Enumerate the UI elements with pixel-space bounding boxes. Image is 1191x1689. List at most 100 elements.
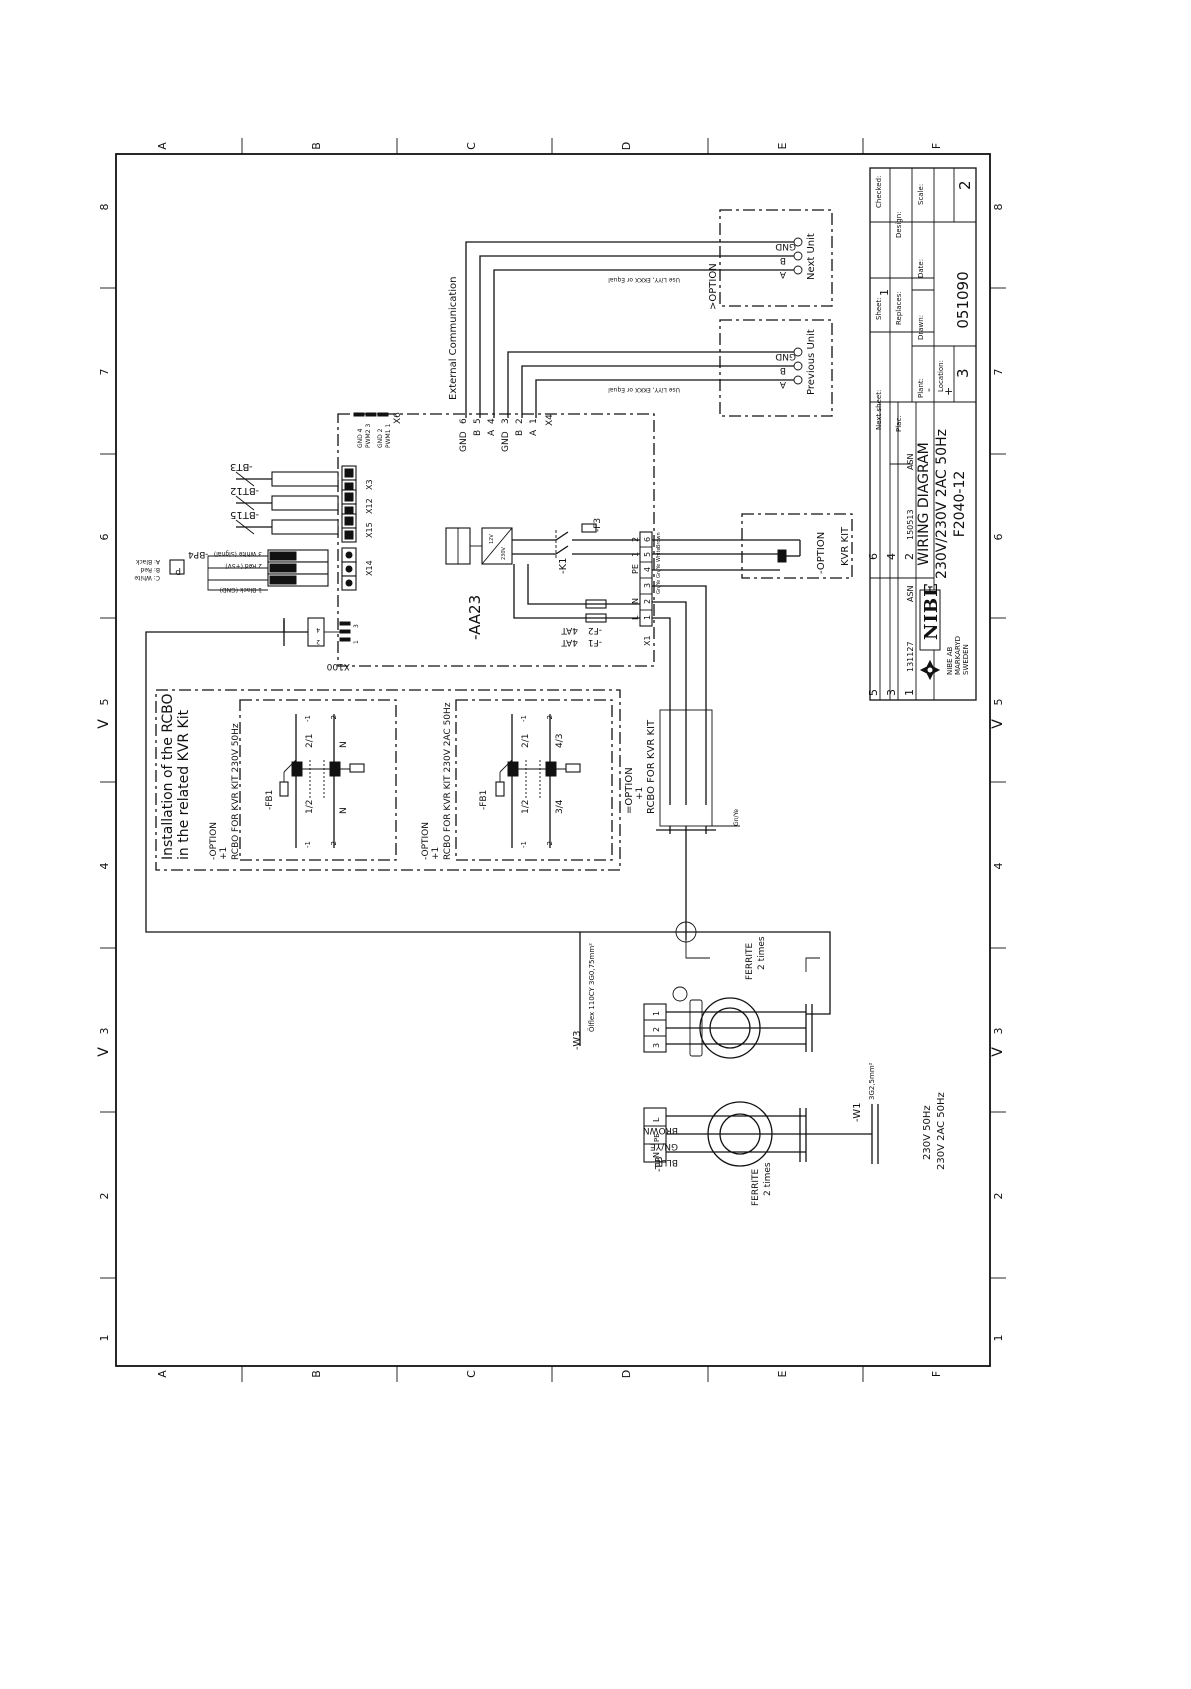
nibe-star-icon xyxy=(919,659,941,681)
x1-terminal-number: 2 xyxy=(643,599,652,604)
rcbo-kit1-title: RCBO FOR KVR KIT 230V 50Hz xyxy=(231,723,241,860)
next-unit-option-label: >OPTION xyxy=(708,263,719,310)
grid-number-2: 2 xyxy=(992,1193,1005,1200)
tb-terminal-l: L xyxy=(652,1117,661,1122)
rcbo-kit2-pole: -1 xyxy=(520,715,528,722)
tb-wire-brown: BROWN xyxy=(643,1125,678,1135)
pressure-wire-label: 1 Black (GND) xyxy=(220,586,262,593)
kvr-wires xyxy=(652,539,800,805)
row-ticks xyxy=(100,287,1006,1279)
x100-pin: 3 xyxy=(353,624,360,628)
grid-number-2: 2 xyxy=(98,1193,111,1200)
ferrite-w1-line1: FERRITE xyxy=(751,1168,761,1206)
grid-number-5: 5 xyxy=(992,699,1005,706)
grid-number-7: 7 xyxy=(98,369,111,376)
ferrite-w1-line2: 2 times xyxy=(763,1162,773,1196)
x100-pin: 1 xyxy=(353,640,360,644)
x4-signal: B xyxy=(473,430,483,436)
w3-terminal-number: 1 xyxy=(652,1011,661,1016)
sensor-bt12-connector: X12 xyxy=(365,498,374,514)
rev-2-by: ASN xyxy=(906,453,915,470)
rcbo-kit2-title: RCBO FOR KVR KIT 230V 2AC 50Hz xyxy=(443,702,453,860)
grid-numbers-right: 8 7 6 5 4 3 2 1 V V xyxy=(990,204,1006,1342)
fuse-f1-label: -F1 xyxy=(588,637,602,647)
rev-6: 6 xyxy=(867,553,880,560)
tb-drawing-number: 051090 xyxy=(954,271,972,328)
fuse-f3: -F3 xyxy=(581,518,603,533)
x1-label: X1 xyxy=(643,635,652,646)
grid-letter-f: F xyxy=(930,1371,943,1377)
rcbo-placeholder-option: =OPTION xyxy=(624,767,635,814)
x1-terminal: 6 5 4 3 2 1 2 1 PE N L X1 Brown White Gn… xyxy=(631,531,662,646)
rev-3: 3 xyxy=(885,689,898,696)
grid-number-8: 8 xyxy=(992,204,1005,211)
tb-sheet-label: Sheet: xyxy=(875,297,883,320)
grid-number-4: 4 xyxy=(98,863,111,870)
tb-plac-label: Plac: xyxy=(895,415,903,432)
pressure-sensor-bp4: X14 p -BP4 3 White (Signal) 2 Red (+5V) … xyxy=(134,547,374,593)
grid-number-1: 1 xyxy=(98,1335,111,1342)
rev-1-date: 131127 xyxy=(906,641,915,672)
grid-letter-f: F xyxy=(930,143,943,149)
x4-signal: A xyxy=(529,429,539,436)
grid-letter-c: C xyxy=(465,1370,478,1378)
sensor-bt3-connector: X3 xyxy=(365,479,374,490)
rcbo-kit-230v-2ac: -OPTION +1 RCBO FOR KVR KIT 230V 2AC 50H… xyxy=(421,699,613,861)
w3-terminal-number: 3 xyxy=(652,1043,661,1048)
rcbo-kit2-term: 1/2 xyxy=(521,800,531,814)
w1-supply: L PE N -TB BROWN GN/YE BLUE FERRITE 2 ti… xyxy=(643,1062,947,1206)
grid-number-3: 3 xyxy=(992,1028,1005,1035)
x100-pin: 4 xyxy=(316,626,320,633)
rcbo-kit1-term: 2/1 xyxy=(305,734,315,748)
grid-letter-c: C xyxy=(465,142,478,150)
rev-2-date: 150513 xyxy=(906,509,915,540)
rcbo-kit2-option: -OPTION xyxy=(421,822,431,860)
tb-label: -TB xyxy=(654,1156,665,1172)
x1-wire-color: White xyxy=(656,547,662,562)
pressure-sensor-name: -BP4 xyxy=(188,549,209,559)
tb-terminal-pe: PE xyxy=(653,1133,661,1142)
previous-unit-gnd: GND xyxy=(775,351,796,361)
rcbo-placeholder-plus: +1 xyxy=(635,787,645,800)
w1-cable-spec: 3G2,5mm² xyxy=(868,1062,876,1100)
w1-label: -W1 xyxy=(852,1103,863,1122)
tb-drawn-label: Drawn: xyxy=(917,315,925,340)
x4-signal: GND xyxy=(501,431,511,452)
company-line1: NIBE AB xyxy=(946,646,954,675)
x6-pin: GND 4 xyxy=(357,428,364,448)
tb-location-value: + xyxy=(942,387,955,396)
x1-wire-color: Gn/Ye xyxy=(656,564,662,578)
company-logo-text: NIBE xyxy=(921,582,942,640)
x4-signal: A xyxy=(487,429,497,436)
rcbo-placeholder-title: RCBO FOR KVR KIT xyxy=(646,719,657,814)
tb-drawn-value: 3 xyxy=(954,368,972,378)
x4-terminal-number: 2 xyxy=(515,418,525,424)
grid-letter-a: A xyxy=(156,142,169,150)
rcbo-kit2-pole: -2 xyxy=(546,715,554,722)
rcbo-kit1-pole: -1 xyxy=(304,841,312,848)
rcbo-kit1-term: N xyxy=(339,741,349,748)
grid-numbers-left: 8 7 6 5 4 3 2 1 V V xyxy=(96,204,112,1342)
rcbo-kit2-breaker: -FB1 xyxy=(479,790,489,810)
previous-unit-a: A xyxy=(779,379,786,389)
rcbo-kit2-pole: -1 xyxy=(520,841,528,848)
relay-k1-label: -K1 xyxy=(558,557,569,574)
external-communication-label: External Communication xyxy=(448,277,459,401)
tb-wire-gnye: GN/YE xyxy=(650,1141,678,1151)
x100-label: X100 xyxy=(326,661,350,671)
pressure-wire-label: 2 Red (+5V) xyxy=(225,562,262,569)
rev-1-by: ASN xyxy=(906,585,915,602)
drawing-frame xyxy=(115,153,991,1367)
fuse-f2-rating: 4AT xyxy=(561,625,578,635)
rcbo-kit2-term: 3/4 xyxy=(555,799,565,814)
rcbo-kit1-term: N xyxy=(339,807,349,814)
board-internal-wire xyxy=(527,564,640,605)
w3-label: -W3 xyxy=(572,1031,583,1050)
nibe-logo: NIBE xyxy=(919,582,942,681)
rcbo-placeholder: =OPTION +1 RCBO FOR KVR KIT Gn/Ye xyxy=(624,709,740,834)
rcbo-kit2-plus: +1 xyxy=(431,847,441,860)
rev-1: 1 xyxy=(903,689,916,696)
next-unit-label: Next Unit xyxy=(806,233,817,280)
w3-cable: -W3 Ölflex 110CY 3G0,75mm² xyxy=(145,631,831,1050)
x14-label: X14 xyxy=(365,560,374,576)
